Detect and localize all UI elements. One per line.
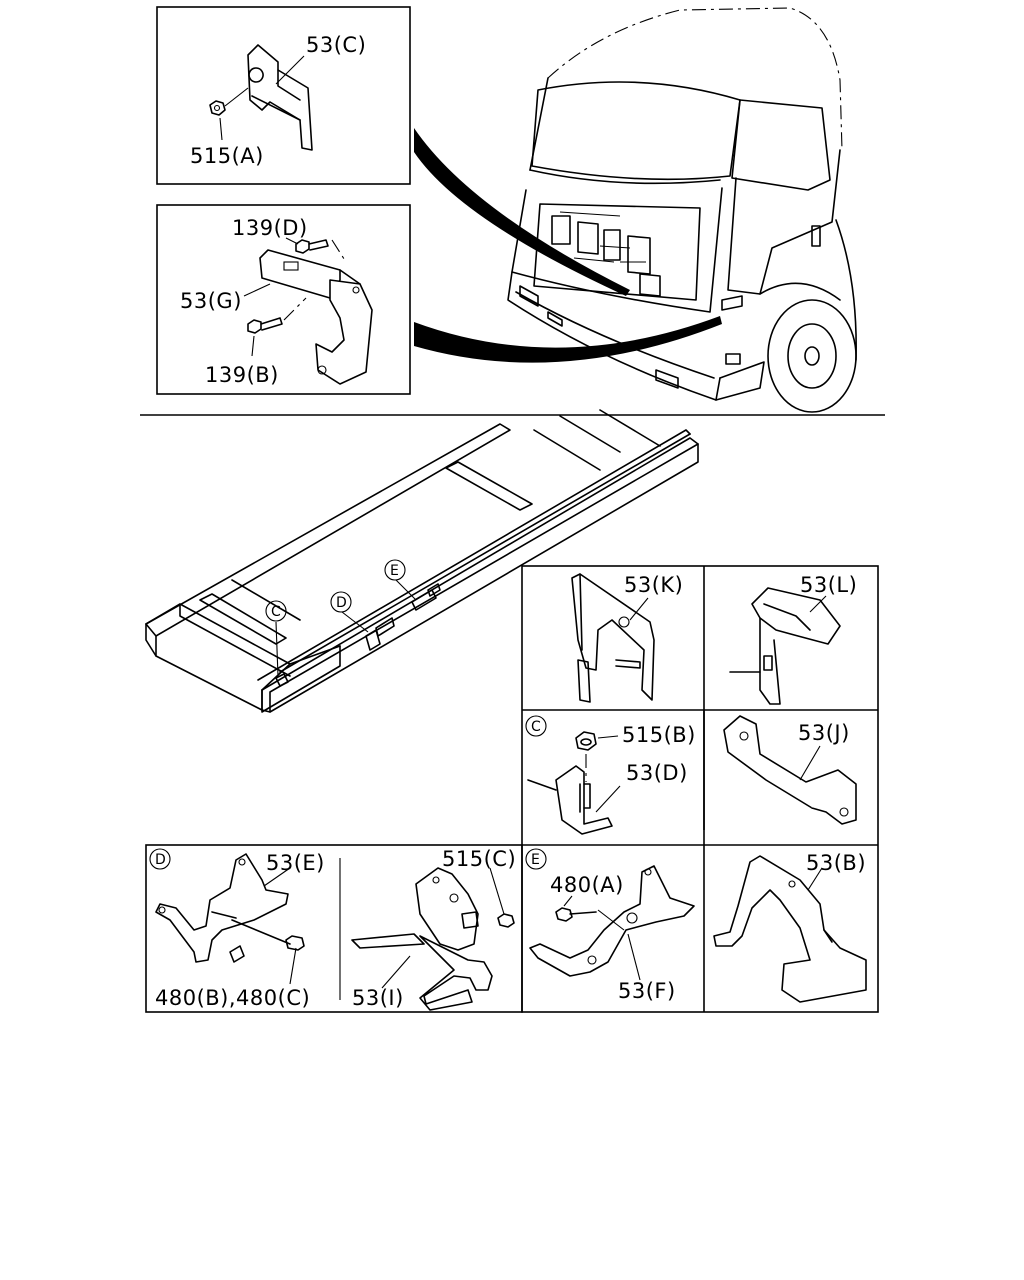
- callout-marker-c: C: [265, 600, 287, 622]
- svg-text:E: E: [531, 852, 540, 868]
- detail-grid-frame: [145, 565, 879, 1013]
- svg-text:C: C: [271, 604, 281, 620]
- truck-cab-illustration: [507, 7, 857, 413]
- label-53l: 53(L): [800, 573, 857, 597]
- svg-text:C: C: [531, 719, 541, 735]
- label-53i: 53(I): [352, 986, 404, 1010]
- label-53j: 53(J): [798, 721, 850, 745]
- label-53d: 53(D): [626, 761, 688, 785]
- svg-text:D: D: [155, 852, 166, 868]
- label-515b: 515(B): [622, 723, 696, 747]
- label-53e: 53(E): [266, 851, 325, 875]
- detail-bracket-53i: 515(C) 53(I): [351, 847, 516, 1011]
- label-53k: 53(K): [624, 573, 683, 597]
- detail-bracket-53k: 53(K): [571, 573, 683, 703]
- label-480b-480c: 480(B),480(C): [155, 986, 310, 1010]
- detail-bracket-53b: 53(B): [713, 851, 867, 1003]
- callout-box-bracket-53c: 53(C) 515(A): [156, 6, 411, 185]
- label-515c: 515(C): [442, 847, 516, 871]
- detail-bracket-53j: 53(J): [723, 715, 857, 825]
- callout-marker-e: E: [384, 559, 406, 581]
- label-480a: 480(A): [550, 873, 624, 897]
- chassis-frame-illustration: [145, 409, 699, 713]
- label-515a: 515(A): [190, 144, 264, 168]
- label-139d: 139(D): [232, 216, 308, 240]
- detail-bracket-53l: 53(L): [729, 573, 857, 705]
- svg-text:E: E: [390, 563, 399, 579]
- svg-text:D: D: [336, 595, 347, 611]
- label-53g: 53(G): [180, 289, 242, 313]
- detail-panel-d: D 53(E) 480(B),480(C): [149, 848, 325, 1010]
- label-53b: 53(B): [806, 851, 866, 875]
- label-53c: 53(C): [306, 33, 366, 57]
- label-139b: 139(B): [205, 363, 279, 387]
- detail-panel-e: E 480(A) 53(F): [525, 848, 695, 1003]
- pointer-bands: [414, 128, 722, 363]
- callout-box-bracket-53g: 139(D) 53(G) 139(B): [156, 204, 411, 395]
- callout-marker-d: D: [330, 591, 352, 613]
- detail-panel-c: C 515(B) 53(D): [525, 715, 696, 835]
- label-53f: 53(F): [618, 979, 676, 1003]
